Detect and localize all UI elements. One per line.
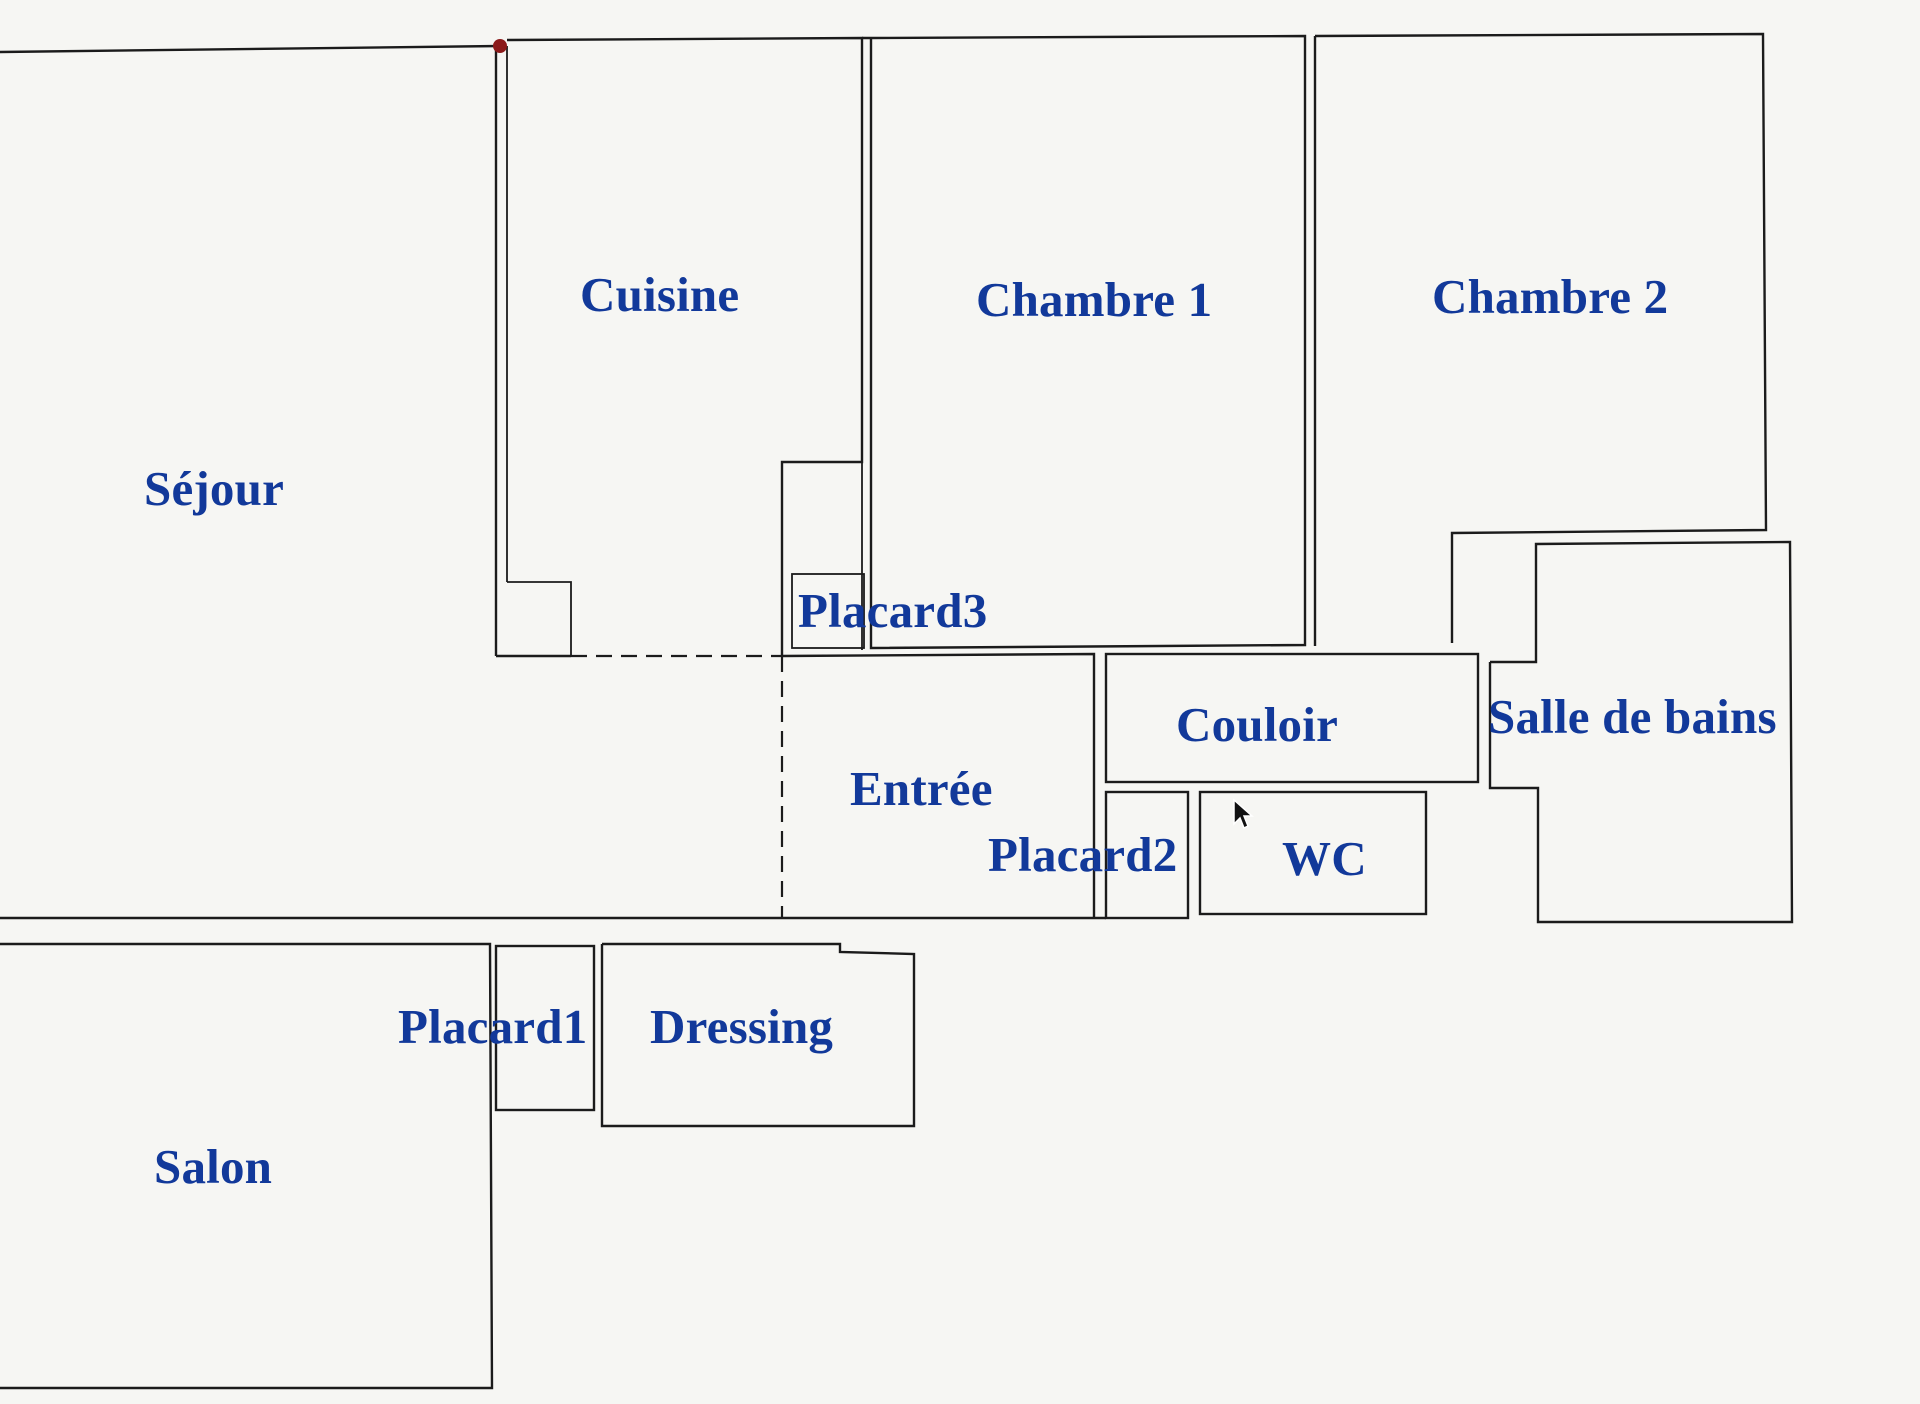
cuisine-corner-block xyxy=(507,581,572,656)
entree-outline xyxy=(781,652,1096,918)
dressing-outline xyxy=(600,942,916,1128)
salle-de-bains-outline xyxy=(1488,540,1794,924)
salon-outline xyxy=(0,942,494,1390)
corner-marker-dot xyxy=(493,39,507,53)
room-label-placard2: Placard2 xyxy=(988,827,1178,882)
room-label-wc: WC xyxy=(1282,831,1367,886)
chambre2-outline xyxy=(1314,32,1768,643)
cuisine-outline xyxy=(506,36,864,656)
placard3-outline xyxy=(791,573,865,649)
placard2-outline xyxy=(1104,790,1190,920)
room-label-salle-de-bains: Salle de bains xyxy=(1488,689,1777,744)
room-label-cuisine: Cuisine xyxy=(580,267,740,322)
room-label-placard3: Placard3 xyxy=(798,583,988,638)
sejour-top-wall xyxy=(0,44,501,54)
room-label-chambre2: Chambre 2 xyxy=(1432,269,1669,324)
room-label-placard1: Placard1 xyxy=(398,999,588,1054)
room-label-couloir: Couloir xyxy=(1176,697,1339,752)
room-label-sejour: Séjour xyxy=(144,461,285,516)
room-label-chambre1: Chambre 1 xyxy=(976,272,1213,327)
room-label-entree: Entrée xyxy=(850,761,993,816)
couloir-outline xyxy=(1104,652,1480,784)
wc-outline xyxy=(1198,790,1428,916)
room-label-dressing: Dressing xyxy=(650,999,834,1054)
placard1-outline xyxy=(494,944,596,1112)
room-label-salon: Salon xyxy=(154,1139,273,1194)
mouse-cursor-icon xyxy=(1233,798,1254,830)
chambre1-outline xyxy=(862,34,1307,650)
